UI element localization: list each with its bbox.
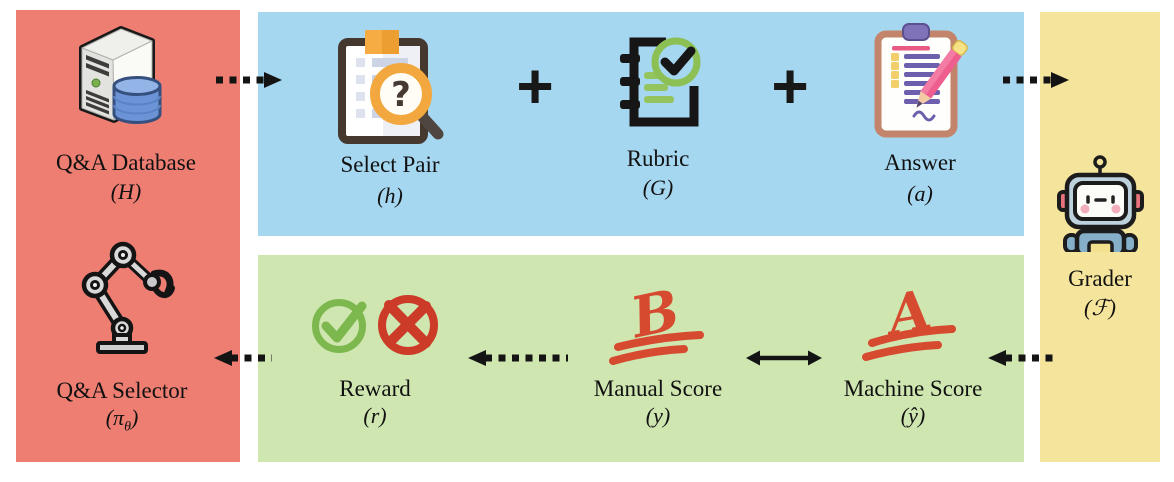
arrow-machine-manual-compare (744, 349, 824, 367)
grade-a-icon: A (860, 281, 964, 373)
qa-selector-symbol: (πθ) (105, 405, 139, 435)
manual-score-label: Manual Score (593, 376, 723, 401)
robot-grader-icon (1053, 152, 1149, 252)
grader-symbol: (ℱ) (1084, 295, 1116, 320)
qa-selector-label: Q&A Selector (56, 378, 188, 403)
select-pair-symbol: (h) (377, 183, 403, 208)
reward-symbol: (r) (363, 403, 387, 428)
arrow-answer-to-grader (1001, 71, 1071, 89)
answer-label: Answer (884, 150, 956, 175)
arrow-grader-to-machine-score (986, 349, 1058, 367)
grader-label: Grader (1068, 266, 1132, 291)
reward-label: Reward (339, 376, 411, 401)
qa-database-symbol: (H) (110, 179, 142, 204)
clipboard-pencil-icon (866, 20, 972, 142)
plus-operator-2: + (771, 50, 809, 122)
check-cross-icon (312, 290, 442, 360)
server-database-icon (74, 22, 176, 140)
manual-score-symbol: (y) (645, 403, 671, 428)
arrow-manual-score-to-reward (466, 349, 570, 367)
panel-scoring (258, 255, 1024, 462)
answer-symbol: (a) (907, 181, 933, 206)
qa-database-label: Q&A Database (56, 150, 196, 175)
grade-b-icon: B (608, 281, 712, 373)
rubric-label: Rubric (626, 146, 690, 171)
plus-operator-1: + (516, 50, 554, 122)
arrow-database-to-select-pair (214, 71, 284, 89)
svg-text:?: ? (391, 75, 411, 115)
rubric-symbol: (G) (642, 175, 674, 200)
robot-arm-icon (66, 240, 176, 355)
clipboard-magnifier-icon: ? (334, 22, 446, 144)
arrow-reward-to-selector (212, 349, 274, 367)
machine-score-label: Machine Score (843, 376, 983, 401)
machine-score-symbol: (ŷ) (900, 403, 926, 428)
rubric-checklist-icon (608, 30, 708, 130)
select-pair-label: Select Pair (340, 152, 440, 177)
